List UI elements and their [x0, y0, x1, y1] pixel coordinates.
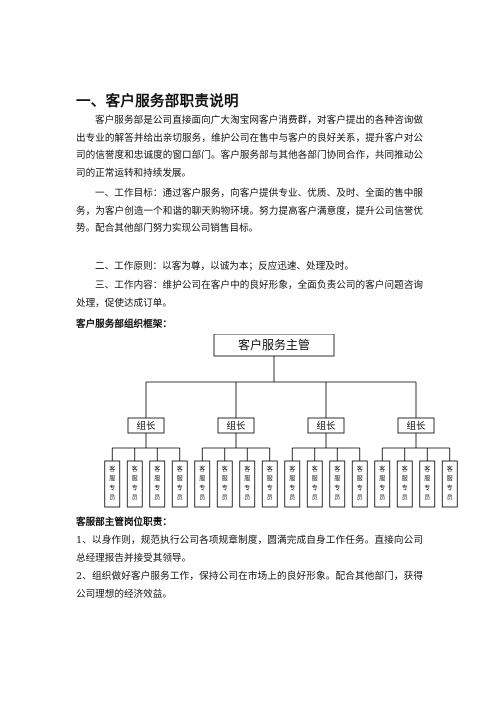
org-member-box — [374, 460, 391, 508]
org-member-char: 专 — [244, 484, 250, 492]
org-member-box — [441, 460, 458, 508]
org-member-char: 客 — [199, 465, 205, 473]
org-member-char: 专 — [132, 484, 138, 492]
org-member-char: 服 — [379, 476, 385, 483]
principle-paragraph: 二、工作原则：以客为尊，以诚为本；反应迅速、处理及时。 — [95, 261, 355, 272]
org-member-char: 客 — [312, 465, 318, 473]
org-chart-label: 客户服务部组织框架： — [76, 319, 172, 330]
org-member-char: 客 — [402, 465, 408, 473]
org-member-char: 员 — [312, 495, 318, 502]
org-member-box — [284, 460, 301, 508]
section-heading: 一、客户服务部职责说明 — [76, 94, 239, 110]
org-member-box — [419, 460, 436, 508]
org-member-char: 客 — [379, 465, 385, 473]
org-member-char: 专 — [267, 484, 273, 492]
org-member-char: 客 — [132, 465, 138, 473]
org-member-char: 专 — [402, 484, 408, 492]
org-member-char: 客 — [177, 465, 183, 473]
org-member-char: 员 — [222, 495, 228, 502]
org-member-char: 客 — [357, 465, 363, 473]
org-group-label: 组长 — [136, 420, 156, 432]
org-member-char: 专 — [222, 484, 228, 492]
org-member-char: 服 — [177, 476, 183, 483]
org-member-char: 服 — [289, 476, 295, 483]
duties-label: 客服部主管岗位职责： — [76, 517, 172, 528]
org-member-char: 客 — [424, 465, 430, 473]
duty-item-1: 1、以身作则，规范执行公司各项规章制度，圆满完成自身工作任务。直接向公司总经理报… — [76, 535, 423, 564]
org-member-char: 专 — [109, 484, 115, 492]
org-member-box — [216, 460, 233, 508]
org-member-box — [351, 460, 368, 508]
org-member-char: 服 — [109, 476, 115, 483]
org-member-char: 客 — [222, 465, 228, 473]
goal-paragraph: 一、工作目标：通过客户服务，向客户提供专业、优质、及时、全面的售中服务，为客户创… — [76, 188, 423, 235]
org-member-char: 员 — [424, 495, 430, 502]
org-member-char: 员 — [379, 495, 385, 502]
org-member-char: 服 — [424, 476, 430, 483]
org-member-box — [104, 460, 121, 508]
org-member-char: 客 — [289, 465, 295, 473]
org-member-char: 客 — [244, 465, 250, 473]
org-member-char: 员 — [289, 495, 295, 502]
org-member-char: 服 — [267, 476, 273, 483]
org-group-label: 组长 — [226, 420, 246, 432]
org-member-char: 员 — [334, 495, 340, 502]
org-member-box — [171, 460, 188, 508]
org-member-char: 专 — [177, 484, 183, 492]
org-member-char: 服 — [244, 476, 250, 483]
org-member-box — [126, 460, 143, 508]
intro-paragraph: 客户服务部是公司直接面向广大淘宝网客户消费群，对客户提出的各种咨询做出专业的解答… — [76, 115, 423, 179]
org-member-char: 员 — [199, 495, 205, 502]
org-chart: 客户服务主管组长客服专员客服专员客服专员客服专员组长客服专员客服专员客服专员客服… — [104, 334, 458, 508]
org-member-char: 员 — [402, 495, 408, 502]
content-paragraph: 三、工作内容：维护公司在客户中的良好形象，全面负责公司的客户问题咨询处理，促使达… — [76, 280, 423, 309]
org-member-box — [194, 460, 211, 508]
org-member-char: 员 — [109, 495, 115, 502]
org-member-char: 服 — [222, 476, 228, 483]
org-member-char: 服 — [154, 476, 160, 483]
org-top-label: 客户服务主管 — [238, 337, 310, 352]
org-member-box — [239, 460, 256, 508]
org-member-box — [306, 460, 323, 508]
org-member-char: 员 — [132, 495, 138, 502]
org-member-char: 客 — [334, 465, 340, 473]
org-member-box — [396, 460, 413, 508]
org-member-char: 专 — [424, 484, 430, 492]
org-member-char: 专 — [379, 484, 385, 492]
org-member-char: 服 — [312, 476, 318, 483]
org-group-label: 组长 — [406, 420, 426, 432]
org-member-char: 员 — [447, 495, 453, 502]
org-member-char: 客 — [267, 465, 273, 473]
org-member-char: 服 — [199, 476, 205, 483]
org-member-char: 服 — [334, 476, 340, 483]
org-member-char: 员 — [244, 495, 250, 502]
org-member-char: 专 — [334, 484, 340, 492]
duty-item-2: 2、组织做好客户服务工作，保持公司在市场上的良好形象。配合其他部门，获得公司理想… — [76, 571, 423, 600]
org-member-char: 专 — [289, 484, 295, 492]
org-member-char: 服 — [357, 476, 363, 483]
org-member-char: 服 — [402, 476, 408, 483]
org-member-char: 员 — [267, 495, 273, 502]
org-member-char: 服 — [132, 476, 138, 483]
org-member-char: 员 — [154, 495, 160, 502]
org-member-char: 专 — [199, 484, 205, 492]
org-member-char: 专 — [357, 484, 363, 492]
org-member-char: 服 — [447, 476, 453, 483]
org-member-char: 客 — [447, 465, 453, 473]
org-member-box — [261, 460, 278, 508]
org-member-char: 员 — [177, 495, 183, 502]
org-member-char: 客 — [109, 465, 115, 473]
org-member-box — [329, 460, 346, 508]
org-group-label: 组长 — [316, 420, 336, 432]
org-member-char: 专 — [447, 484, 453, 492]
org-member-char: 专 — [154, 484, 160, 492]
org-member-char: 客 — [154, 465, 160, 473]
org-member-char: 专 — [312, 484, 318, 492]
org-member-char: 员 — [357, 495, 363, 502]
org-member-box — [149, 460, 166, 508]
